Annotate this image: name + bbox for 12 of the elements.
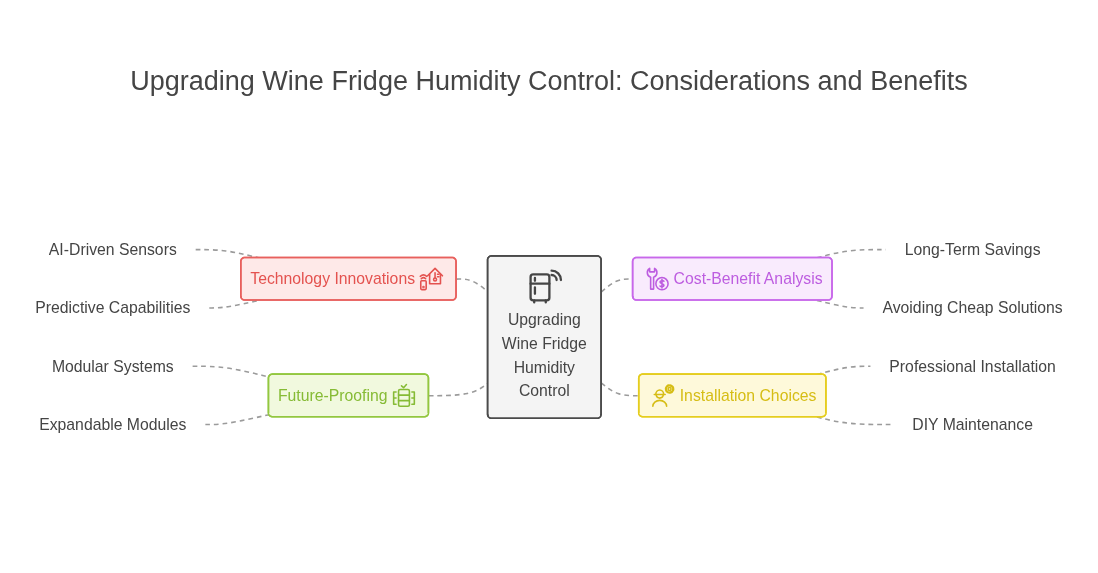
node-text: Professional Installation (889, 357, 1056, 375)
node-text: Predictive Capabilities (35, 299, 191, 317)
node-text: Avoiding Cheap Solutions (882, 299, 1063, 317)
node-text: Modular Systems (51, 357, 174, 375)
connector (204, 413, 270, 426)
connector (816, 299, 865, 309)
node-text: Expandable Modules (39, 415, 187, 434)
connector (208, 299, 260, 309)
node-text: AI-Driven Sensors (48, 240, 177, 259)
diagram-title: Upgrading Wine Fridge Humidity Control: Considerations and Benefits (129, 66, 969, 97)
node-text: DIY Maintenance (912, 415, 1033, 434)
node-text: Long-Term Savings (904, 240, 1041, 259)
